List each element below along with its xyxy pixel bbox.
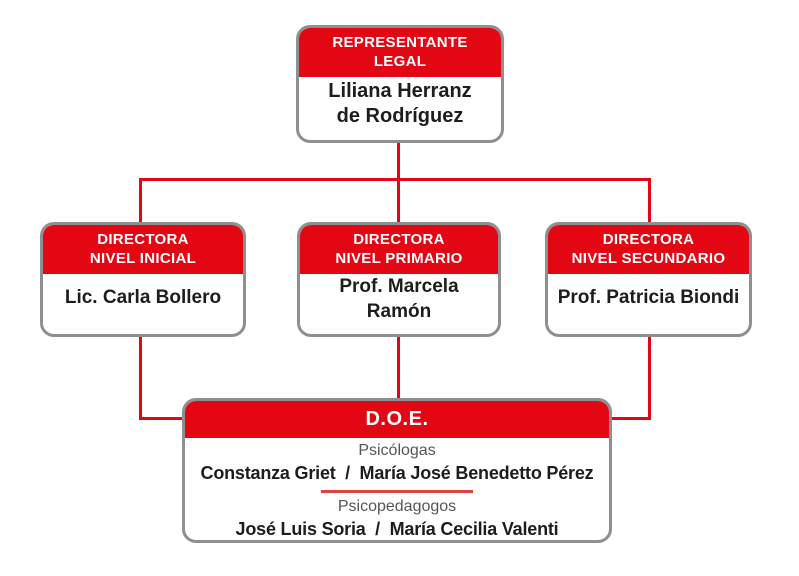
doe-group-names-psicopedagogos: José Luis Soria / María Cecilia Valenti: [235, 519, 559, 539]
box-header-nivel-inicial: DIRECTORA NIVEL INICIAL: [43, 225, 243, 274]
connector-secundario-drop: [648, 178, 651, 224]
doe-group-names-psicologas: Constanza Griet / María José Benedetto P…: [200, 463, 594, 483]
doe-group-label-psicologas: Psicólogas: [358, 442, 436, 459]
box-name-nivel-secundario: Prof. Patricia Biondi: [557, 286, 740, 308]
org-box-directora-nivel-inicial: DIRECTORA NIVEL INICIAL Lic. Carla Bolle…: [40, 222, 246, 337]
connector-inicial-to-doe-v: [139, 335, 142, 420]
doe-body: Psicólogas Constanza Griet / María José …: [185, 438, 609, 540]
box-header-nivel-primario: DIRECTORA NIVEL PRIMARIO: [300, 225, 498, 274]
org-box-representante-legal: REPRESENTANTE LEGAL Liliana Herranz de R…: [296, 25, 504, 143]
org-box-directora-nivel-primario: DIRECTORA NIVEL PRIMARIO Prof. Marcela R…: [297, 222, 501, 337]
box-name-nivel-inicial: Lic. Carla Bollero: [64, 286, 222, 308]
org-box-directora-nivel-secundario: DIRECTORA NIVEL SECUNDARIO Prof. Patrici…: [545, 222, 752, 337]
doe-group-label-psicopedagogos: Psicopedagogos: [337, 498, 457, 515]
connector-inicial-to-doe-h: [139, 417, 185, 420]
org-box-doe: D.O.E. Psicólogas Constanza Griet / Marí…: [182, 398, 612, 543]
doe-divider-line: [321, 490, 473, 493]
box-name-nivel-primario: Prof. Marcela Ramón: [339, 276, 459, 322]
box-name-representante-legal: Liliana Herranz de Rodríguez: [328, 79, 472, 127]
connector-primario-to-doe-v: [397, 335, 400, 400]
box-header-representante-legal: REPRESENTANTE LEGAL: [299, 28, 501, 77]
connector-trunk-vertical: [397, 141, 400, 181]
connector-secundario-to-doe-v: [648, 335, 651, 420]
box-header-nivel-secundario: DIRECTORA NIVEL SECUNDARIO: [548, 225, 749, 274]
connector-inicial-drop: [139, 178, 142, 224]
connector-primario-drop: [397, 178, 400, 224]
connector-secundario-to-doe-h: [609, 417, 651, 420]
connector-level2-horizontal: [139, 178, 651, 181]
box-header-doe: D.O.E.: [185, 401, 609, 438]
